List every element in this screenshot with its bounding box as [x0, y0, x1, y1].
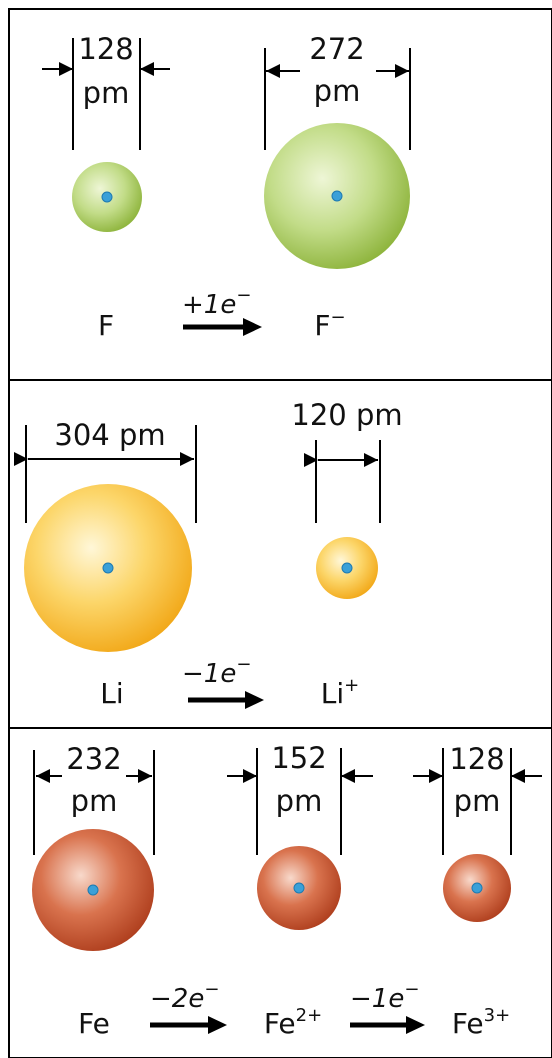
panel-lithium: 304 pm 120 pm Li Li+ −1e− [24, 398, 403, 710]
dimension-unit: pm [83, 76, 130, 110]
panel-iron: 232 pm 152 pm 128 pm Fe Fe2+ [32, 741, 542, 1040]
nucleus [294, 883, 304, 893]
nucleus [103, 563, 113, 573]
dimension-value: 152 [271, 741, 326, 775]
electron-change: −1e− [182, 654, 251, 689]
nucleus [332, 191, 342, 201]
species-label: Li+ [321, 675, 359, 710]
reaction-arrow: +1e− [182, 285, 262, 336]
dimension-unit: pm [71, 784, 118, 818]
dimension-value: 128 [449, 742, 504, 776]
species-label: Li [100, 677, 123, 710]
reaction-arrow: −1e− [182, 654, 264, 709]
nucleus [102, 192, 112, 202]
dimension-value: 232 [66, 742, 121, 776]
dimension-label: 304 pm [54, 418, 165, 452]
dimension-unit: pm [276, 784, 323, 818]
dimension-fe3-ion: 128 pm [413, 742, 542, 855]
dimension-label: 120 pm [291, 398, 402, 432]
panel-fluorine: 128 pm 272 pm F F− +1e− [42, 32, 410, 342]
dimension-li-ion: 120 pm [291, 398, 402, 523]
dimension-unit: pm [314, 74, 361, 108]
dimension-unit: pm [454, 784, 501, 818]
species-label: F− [314, 307, 345, 342]
reaction-arrow: −1e− [350, 979, 425, 1034]
nucleus [342, 563, 352, 573]
species-label: Fe [78, 1007, 110, 1040]
dimension-value: 128 [78, 32, 133, 66]
dimension-value: 272 [309, 32, 364, 66]
nucleus [472, 883, 482, 893]
electron-change: +1e− [182, 285, 251, 320]
reaction-arrow: −2e− [150, 979, 227, 1034]
species-label: Fe2+ [264, 1005, 322, 1040]
nucleus [88, 885, 98, 895]
species-label: F [98, 309, 114, 342]
dimension-fe2-ion: 152 pm [227, 741, 373, 855]
species-label: Fe3+ [452, 1005, 510, 1040]
electron-change: −1e− [350, 979, 419, 1014]
electron-change: −2e− [150, 979, 219, 1014]
dimension-f: 128 pm [42, 32, 170, 150]
